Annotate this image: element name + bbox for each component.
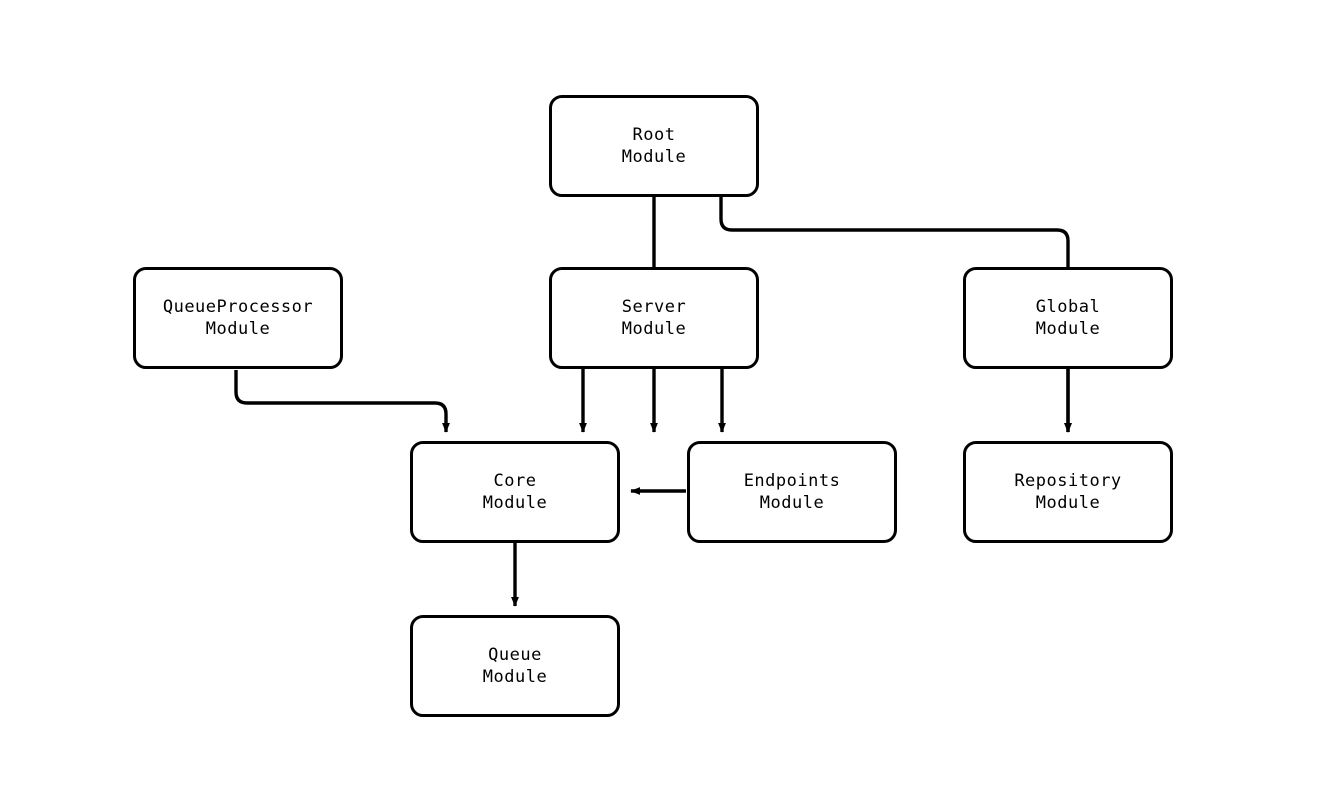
node-queueprocessor-module-line2: Module [205,319,271,339]
node-root-module[interactable]: Root Module [549,95,759,197]
node-queue-module-line1: Queue [488,645,542,665]
node-core-module[interactable]: Core Module [410,441,620,543]
node-global-module[interactable]: Global Module [963,267,1173,369]
node-global-module-line2: Module [1035,319,1101,339]
edge-queueprocessor-to-core [234,370,450,433]
node-queue-module-line2: Module [482,667,548,687]
node-server-module[interactable]: Server Module [549,267,759,369]
node-global-module-line1: Global [1035,297,1101,317]
node-endpoints-module-line1: Endpoints [743,471,841,491]
node-root-module-line2: Module [621,147,687,167]
node-server-module-line2: Module [621,319,687,339]
node-queueprocessor-module-line1: QueueProcessor [162,297,314,317]
node-repository-module[interactable]: Repository Module [963,441,1173,543]
node-endpoints-module-line2: Module [759,493,825,513]
node-core-module-line1: Core [493,471,537,491]
node-repository-module-line1: Repository [1014,471,1122,491]
node-repository-module-line2: Module [1035,493,1101,513]
node-core-module-line2: Module [482,493,548,513]
node-root-module-line1: Root [632,125,676,145]
node-endpoints-module[interactable]: Endpoints Module [687,441,897,543]
node-queue-module[interactable]: Queue Module [410,615,620,717]
node-server-module-line1: Server [621,297,687,317]
node-queueprocessor-module[interactable]: QueueProcessor Module [133,267,343,369]
